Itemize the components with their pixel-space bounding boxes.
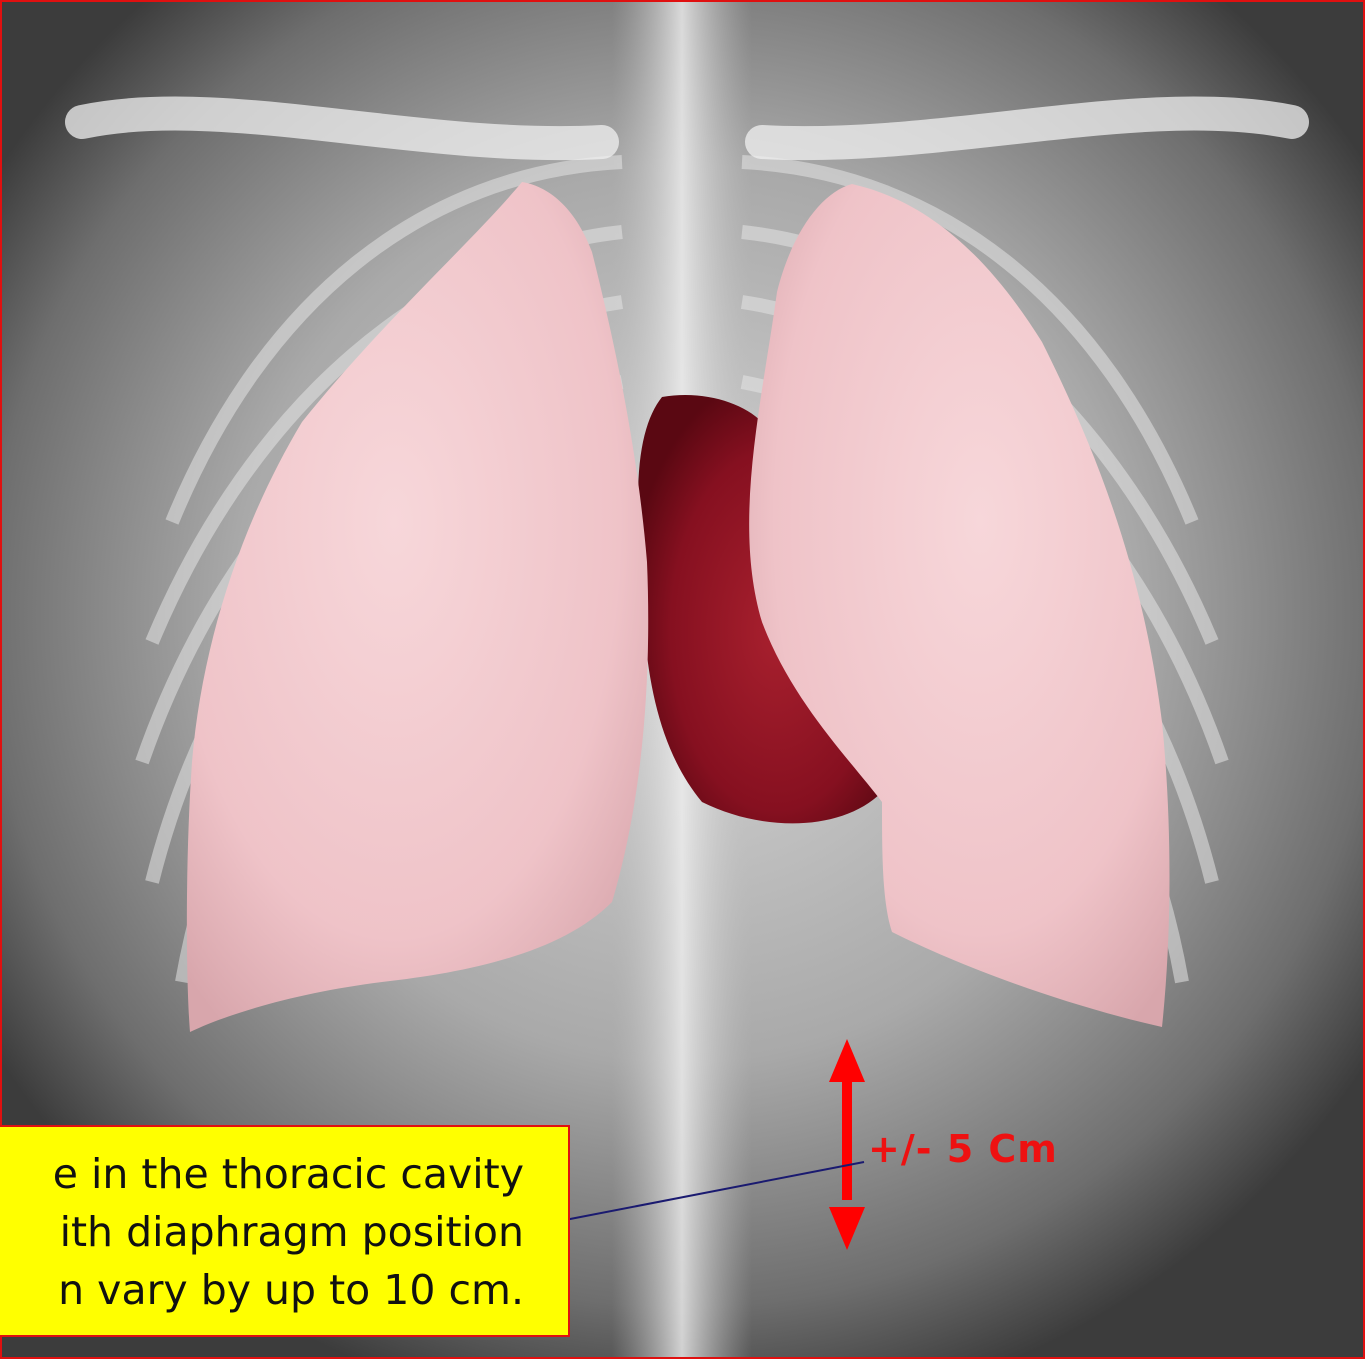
callout-box: e in the thoracic cavity ith diaphragm p… xyxy=(0,1125,570,1337)
measurement-label: +/- 5 Cm xyxy=(868,1127,1058,1171)
callout-line-1: e in the thoracic cavity xyxy=(53,1145,524,1203)
callout-line-3: n vary by up to 10 cm. xyxy=(53,1261,524,1319)
callout-text: e in the thoracic cavity ith diaphragm p… xyxy=(53,1145,524,1319)
callout-line-2: ith diaphragm position xyxy=(53,1203,524,1261)
